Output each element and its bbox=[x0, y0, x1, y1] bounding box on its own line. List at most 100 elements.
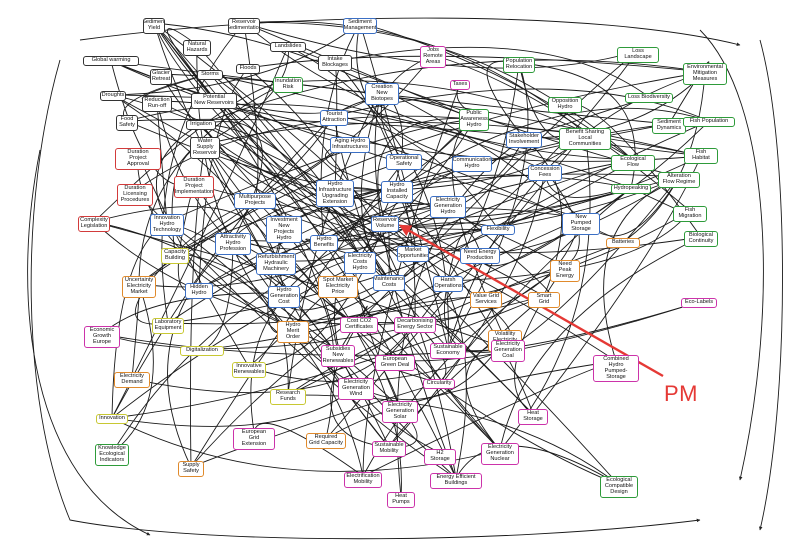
node-laboratory-equipment: Laboratory Equipment bbox=[152, 318, 184, 334]
node-hydro-benefits: Hydro Benefits bbox=[310, 235, 338, 251]
causal-link bbox=[135, 153, 294, 330]
node-biological-continuity: Biological Continuity bbox=[684, 231, 718, 247]
causal-link bbox=[200, 123, 499, 230]
node-hydro-installed-capacity: Hydro Installed Capacity bbox=[381, 181, 413, 203]
node-electrification-mobility: Electrification Mobility bbox=[344, 472, 382, 488]
node-food-safety: Food Safety bbox=[116, 115, 138, 131]
node-tourist-attraction: Tourist Attraction bbox=[320, 110, 348, 126]
node-loss-landscape: Loss Landscape bbox=[617, 47, 659, 63]
node-required-grid-capacity: Required Grid Capacity bbox=[306, 433, 346, 449]
causal-link bbox=[177, 183, 200, 292]
causal-link bbox=[242, 22, 259, 200]
causal-link bbox=[79, 17, 741, 46]
node-hydro-generation-cost: Hydro Generation Cost bbox=[268, 286, 300, 308]
causal-link bbox=[377, 117, 475, 223]
causal-link bbox=[361, 83, 461, 477]
node-electricity-generation-hydro: Electricity Generation Hydro bbox=[430, 196, 466, 218]
node-decarbonising-energy-sector: Decarbonising Energy Sector bbox=[394, 317, 436, 333]
node-digitalization: Digitalization bbox=[180, 346, 224, 356]
causal-link bbox=[358, 50, 639, 323]
node-circularity: Circularity bbox=[423, 379, 455, 389]
causal-link bbox=[153, 22, 390, 281]
node-investment-new-projects-hydro: Investment New Projects Hydro bbox=[266, 216, 302, 244]
node-fish-migration: Fish Migration bbox=[673, 206, 707, 222]
causal-link bbox=[292, 50, 639, 330]
causal-link bbox=[325, 359, 617, 440]
node-new-pumped-storage: New Pumped Storage bbox=[562, 213, 600, 235]
node-electricity-generation-nuclear: Electricity Generation Nuclear bbox=[481, 443, 519, 465]
node-multipurpose-projects: Multipurpose Projects bbox=[234, 193, 276, 209]
node-stakeholder-involvement: Stakeholder Involvement bbox=[506, 132, 542, 148]
node-subsidies-new-renewables: Subsidies New Renewables bbox=[321, 345, 355, 367]
node-electricity-generation-wind: Electricity Generation Wind bbox=[338, 378, 374, 400]
node-need-energy-production: Need Energy Production bbox=[460, 248, 500, 264]
node-aging-hydro-infrastructures: Aging Hydro Infrastructures bbox=[330, 137, 370, 153]
node-hydropeaking: Hydropeaking bbox=[611, 184, 651, 194]
node-reduction-run-off: Reduction Run-off bbox=[142, 96, 172, 112]
node-floods: Floods bbox=[236, 64, 260, 74]
node-spot-market-electricity-price: Spot Market Electricity Price bbox=[318, 276, 358, 298]
causal-link bbox=[126, 120, 398, 192]
node-natural-hazards: Natural Hazards bbox=[183, 40, 211, 56]
causal-link bbox=[126, 103, 546, 171]
causal-link bbox=[111, 385, 357, 427]
node-electricity-generation-solar: Electricity Generation Solar bbox=[382, 401, 418, 423]
causal-link bbox=[396, 189, 534, 415]
causal-link bbox=[396, 107, 710, 191]
node-operational-safety: Operational Safety bbox=[386, 154, 422, 170]
causal-link bbox=[93, 221, 401, 409]
node-droughts: Droughts bbox=[100, 91, 126, 101]
causal-link bbox=[111, 295, 545, 419]
causal-link bbox=[167, 203, 449, 324]
node-need-peak-energy: Need Peak Energy bbox=[550, 260, 580, 282]
node-water-supply-reservoir: Water Supply Reservoir bbox=[190, 137, 220, 159]
node-electricity-demand: Electricity Demand bbox=[114, 372, 150, 388]
node-intake-blockages: Intake Blockages bbox=[318, 55, 352, 71]
causal-link bbox=[138, 141, 351, 285]
node-population-relocation: Population Relocation bbox=[503, 57, 535, 73]
causal-link bbox=[101, 291, 285, 335]
causal-link bbox=[112, 22, 361, 97]
node-sustainable-mobility: Sustainable Mobility bbox=[372, 441, 406, 457]
node-harsh-operations: Harsh Operations bbox=[433, 276, 463, 292]
node-alteration-flow-regime: Alteration Flow Regime bbox=[658, 172, 700, 188]
causal-link bbox=[758, 39, 783, 531]
causal-link bbox=[204, 143, 481, 254]
node-fish-habitat: Fish Habitat bbox=[684, 148, 718, 164]
node-economic-growth-europe: Economic Growth Europe bbox=[84, 326, 120, 348]
node-uncertainty-electricity-market: Uncertainty Electricity Market bbox=[122, 276, 156, 298]
node-innovation: Innovation bbox=[96, 414, 128, 424]
causal-link bbox=[134, 115, 475, 192]
node-smart-grid: Smart Grid bbox=[528, 292, 560, 308]
node-loss-biodiversity: Loss Biodiversity bbox=[625, 93, 673, 103]
causal-link bbox=[356, 22, 473, 162]
causal-link bbox=[243, 22, 634, 161]
node-sediment-yield: Sediment Yield bbox=[143, 18, 165, 34]
node-public-awareness-hydro: Public Awareness Hydro bbox=[459, 109, 489, 131]
node-cost-co2-certificates: Cost CO2 Certificates bbox=[340, 317, 378, 333]
causal-link bbox=[134, 190, 457, 479]
causal-link bbox=[200, 123, 361, 258]
causal-link bbox=[204, 143, 617, 362]
node-communication-hydro: Communication Hydro bbox=[452, 156, 492, 172]
node-fish-population: Fish Population bbox=[683, 117, 735, 127]
causal-link bbox=[111, 283, 154, 454]
causal-link bbox=[333, 115, 499, 230]
node-innovative-renewables: Innovative Renewables bbox=[232, 362, 266, 378]
pm-annotation-label: PM bbox=[664, 381, 698, 406]
node-environmental-mitigation-measures: Environmental Mitigation Measures bbox=[683, 63, 727, 85]
causal-link bbox=[337, 305, 368, 354]
node-potential-new-reservoirs: Potential New Reservoirs bbox=[191, 93, 237, 109]
node-benefit-sharing-local-communities: Benefit Sharing Local Communities bbox=[559, 128, 611, 150]
node-glacier-retreat: Glacier Retreat bbox=[150, 69, 172, 85]
causal-link bbox=[252, 422, 364, 477]
causal-link bbox=[111, 45, 289, 419]
causal-link bbox=[247, 67, 457, 479]
causal-link bbox=[523, 71, 706, 140]
causal-link bbox=[200, 121, 263, 241]
node-eco-labels: Eco-Labels bbox=[681, 298, 717, 308]
node-research-funds: Research Funds bbox=[270, 389, 306, 405]
node-sustainable-economy: Sustainable Economy bbox=[430, 343, 466, 359]
node-creation-new-biotopes: Creation New Biotopes bbox=[365, 83, 399, 105]
node-electricity-generation-coal: Electricity Generation Coal bbox=[491, 340, 525, 362]
